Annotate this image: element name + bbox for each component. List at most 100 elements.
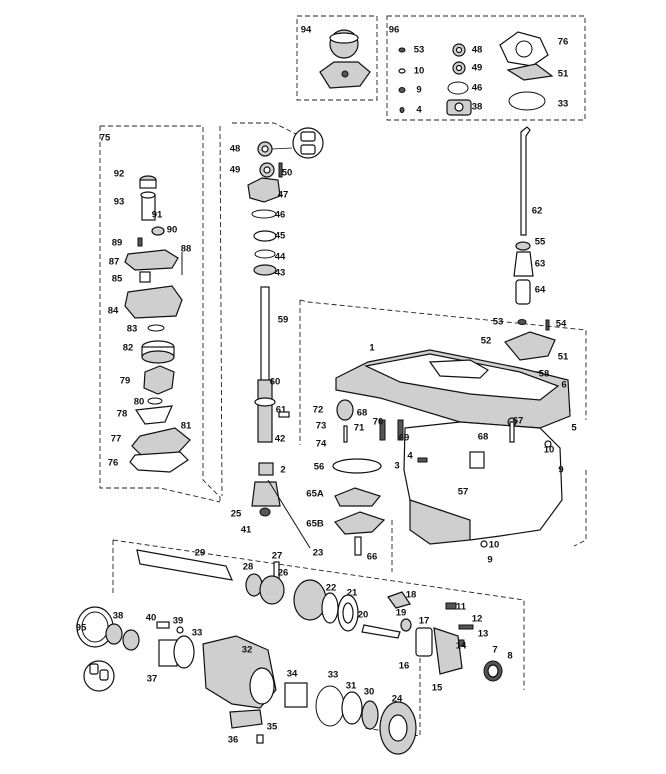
callout-51: 51	[558, 352, 569, 363]
callout-28: 28	[243, 562, 254, 573]
callout-58: 58	[539, 369, 550, 380]
callout-3: 3	[394, 461, 399, 472]
callout-51: 51	[558, 69, 569, 80]
callout-55: 55	[535, 237, 546, 248]
propshaft-assembly	[112, 539, 525, 737]
callout-48: 48	[230, 144, 241, 155]
gearcase-housing	[299, 299, 587, 572]
callout-66: 66	[367, 552, 378, 563]
callout-46: 46	[472, 83, 483, 94]
callout-9: 9	[487, 555, 492, 566]
callout-27: 27	[272, 551, 283, 562]
callout-18: 18	[406, 590, 417, 601]
callout-44: 44	[275, 252, 286, 263]
callout-92: 92	[114, 169, 125, 180]
callout-10: 10	[544, 445, 555, 456]
callout-90: 90	[167, 225, 178, 236]
callout-74: 74	[316, 439, 327, 450]
callout-96: 96	[389, 25, 400, 36]
callout-20: 20	[358, 610, 369, 621]
callout-50: 50	[282, 168, 293, 179]
callout-54: 54	[556, 319, 567, 330]
bearing-carrier-parts	[76, 606, 417, 755]
callout-85: 85	[112, 274, 123, 285]
callout-19: 19	[396, 608, 407, 619]
callout-78: 78	[117, 409, 128, 420]
callout-6: 6	[561, 380, 566, 391]
callout-88: 88	[181, 244, 192, 255]
callout-68: 68	[478, 432, 489, 443]
callout-38: 38	[113, 611, 124, 622]
callout-12: 12	[472, 614, 483, 625]
callout-30: 30	[364, 687, 375, 698]
callout-69: 69	[399, 433, 410, 444]
callout-59: 59	[278, 315, 289, 326]
kit-box-75	[99, 125, 221, 503]
callout-56: 56	[314, 462, 325, 473]
callout-80: 80	[134, 397, 145, 408]
callout-8: 8	[507, 651, 512, 662]
callout-33: 33	[328, 670, 339, 681]
callout-35: 35	[267, 722, 278, 733]
callout-22: 22	[326, 583, 337, 594]
callout-10: 10	[489, 540, 500, 551]
callout-82: 82	[123, 343, 134, 354]
callout-46: 46	[275, 210, 286, 221]
callout-89: 89	[112, 238, 123, 249]
callout-23: 23	[313, 548, 324, 559]
callout-63: 63	[535, 259, 546, 270]
callout-15: 15	[432, 683, 443, 694]
callout-73: 73	[316, 421, 327, 432]
callout-61: 61	[276, 405, 287, 416]
callout-87: 87	[109, 257, 120, 268]
callout-57: 57	[458, 487, 469, 498]
callout-64: 64	[535, 285, 546, 296]
callout-9: 9	[416, 85, 421, 96]
callout-71: 71	[354, 423, 365, 434]
callout-26: 26	[278, 568, 289, 579]
callout-14: 14	[456, 641, 467, 652]
callout-17: 17	[419, 616, 430, 627]
water-pump-parts	[124, 175, 191, 473]
callout-5: 5	[571, 423, 577, 434]
callout-4: 4	[407, 451, 413, 462]
callout-49: 49	[230, 165, 241, 176]
callout-1: 1	[369, 343, 375, 354]
callout-94: 94	[301, 25, 312, 36]
bearing-orientation-icon	[271, 127, 324, 159]
callout-33: 33	[558, 99, 569, 110]
callout-91: 91	[152, 210, 163, 221]
callout-43: 43	[275, 268, 286, 279]
callout-16: 16	[399, 661, 410, 672]
callout-49: 49	[472, 63, 483, 74]
callout-45: 45	[275, 231, 286, 242]
callout-77: 77	[111, 434, 122, 445]
callout-33: 33	[192, 628, 203, 639]
callout-72: 72	[313, 405, 324, 416]
callout-10: 10	[414, 66, 425, 77]
callout-81: 81	[181, 421, 192, 432]
driveshaft-parts	[247, 141, 311, 549]
callout-25: 25	[231, 509, 242, 520]
callout-34: 34	[287, 669, 298, 680]
callout-93: 93	[114, 197, 125, 208]
callout-75: 75	[100, 133, 111, 144]
callout-68: 68	[357, 408, 368, 419]
callout-95: 95	[76, 623, 87, 634]
callout-29: 29	[195, 548, 206, 559]
callout-37: 37	[147, 674, 158, 685]
callout-38: 38	[472, 102, 483, 113]
callout-52: 52	[481, 336, 492, 347]
callout-39: 39	[173, 616, 184, 627]
callout-79: 79	[120, 376, 131, 387]
callout-48: 48	[472, 45, 483, 56]
callout-65B: 65B	[306, 519, 324, 530]
callout-47: 47	[278, 190, 289, 201]
callout-76: 76	[558, 37, 569, 48]
callout-13: 13	[478, 629, 489, 640]
callout-41: 41	[241, 525, 252, 536]
callout-36: 36	[228, 735, 239, 746]
callout-31: 31	[346, 681, 357, 692]
callout-7: 7	[492, 645, 497, 656]
callout-76: 76	[108, 458, 119, 469]
